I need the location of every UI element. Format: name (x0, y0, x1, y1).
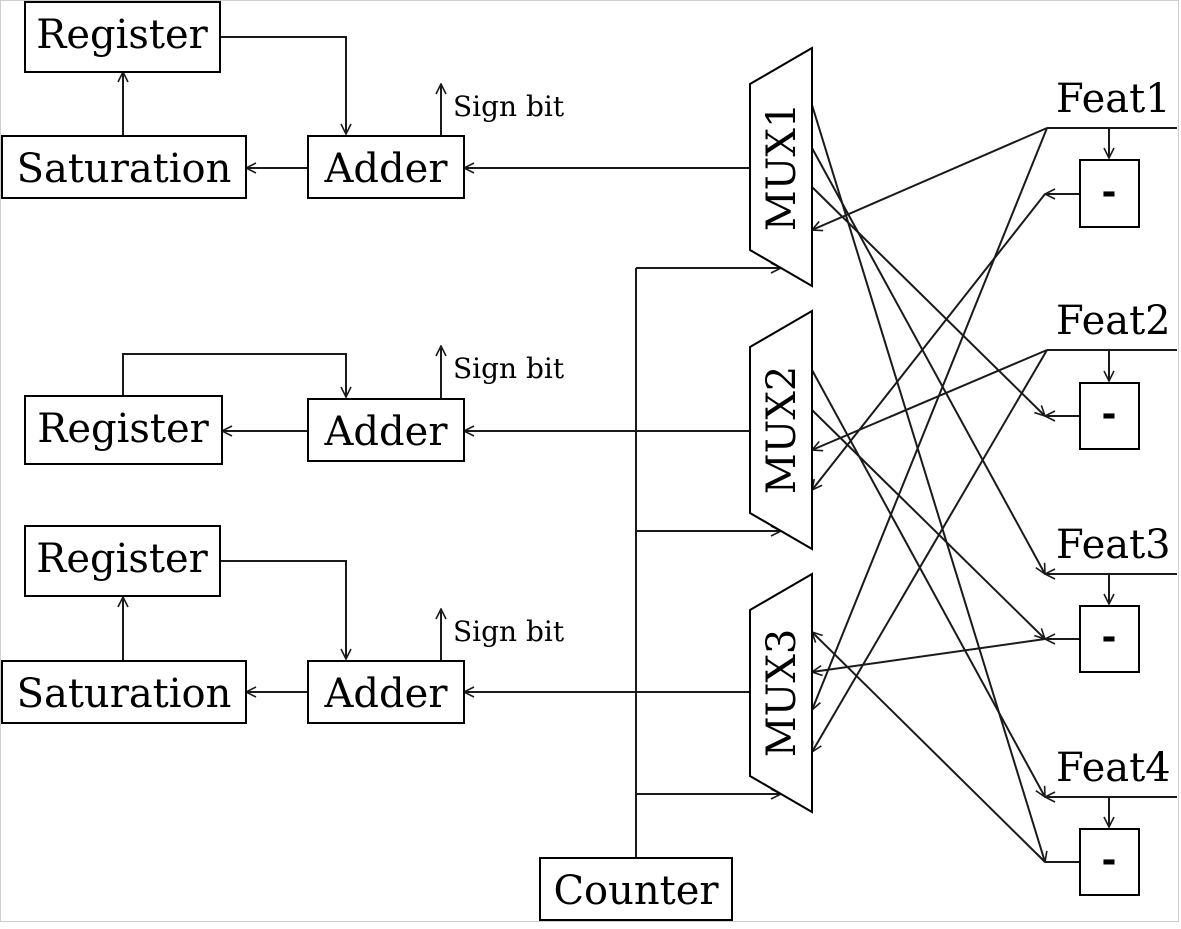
wire-register1-to-adder1 (220, 36, 346, 134)
negate-2-block: - (1079, 382, 1140, 450)
feature-4-label: Feat4 (1056, 745, 1171, 791)
register-2-block: Register (24, 395, 223, 465)
feature-1-label: Feat1 (1056, 76, 1171, 122)
negate-1-block: - (1079, 159, 1140, 228)
wire-feat1-to-mux1 (812, 127, 1048, 230)
counter-label: Counter (553, 868, 719, 914)
negate-3-block: - (1079, 605, 1140, 673)
wire-mux2-to-negate3 (811, 409, 1045, 639)
wire-mux2-to-feat4 (811, 369, 1046, 797)
mux-1-label: MUX1 (759, 103, 805, 232)
wire-mux1-to-feat3 (811, 147, 1046, 574)
sign-bit-label-3: Sign bit (453, 615, 565, 648)
wire-negate4-to-mux3 (812, 632, 1046, 863)
wire-negate3-to-mux3 (812, 638, 1046, 672)
wires (122, 36, 1177, 863)
mux-3-label: MUX3 (759, 629, 805, 758)
counter-block: Counter (539, 857, 733, 921)
sign-bit-label-2: Sign bit (453, 352, 565, 385)
wire-mux1-to-negate4 (811, 104, 1045, 862)
feature-2-label: Feat2 (1056, 298, 1171, 344)
saturation-3-block: Saturation (1, 660, 247, 724)
wire-register3-to-adder3 (220, 560, 346, 659)
adder-3-block: Adder (307, 660, 465, 724)
wire-feat1-to-mux3 (812, 127, 1048, 710)
mux-2-block: MUX2 (749, 309, 813, 551)
saturation-1-label: Saturation (17, 146, 232, 192)
adder-1-block: Adder (307, 135, 465, 199)
register-1-block: Register (24, 1, 221, 73)
adder-1-label: Adder (324, 146, 449, 192)
adder-3-label: Adder (324, 671, 449, 717)
register-3-block: Register (24, 525, 221, 597)
register-3-label: Register (36, 536, 208, 582)
register-1-label: Register (36, 12, 208, 58)
saturation-3-label: Saturation (17, 671, 232, 717)
negate-4-symbol: - (1102, 840, 1117, 881)
feature-3-label: Feat3 (1056, 522, 1171, 568)
adder-2-block: Adder (307, 398, 465, 462)
mux-3-block: MUX3 (749, 572, 813, 814)
saturation-1-block: Saturation (1, 135, 247, 199)
wire-feat2-to-mux3 (812, 349, 1048, 752)
adder-2-label: Adder (324, 409, 449, 455)
negate-4-block: - (1079, 828, 1140, 896)
mux-1-block: MUX1 (749, 46, 813, 288)
mux-2-label: MUX2 (759, 366, 805, 495)
wire-register2-to-adder2 (122, 353, 346, 397)
wire-feat2-to-mux2 (812, 349, 1048, 450)
negate-3-symbol: - (1102, 617, 1117, 658)
negate-2-symbol: - (1102, 394, 1117, 435)
wire-mux1-to-negate2 (811, 186, 1045, 416)
sign-bit-label-1: Sign bit (453, 90, 565, 123)
register-2-label: Register (37, 406, 209, 452)
negate-1-symbol: - (1102, 172, 1117, 213)
